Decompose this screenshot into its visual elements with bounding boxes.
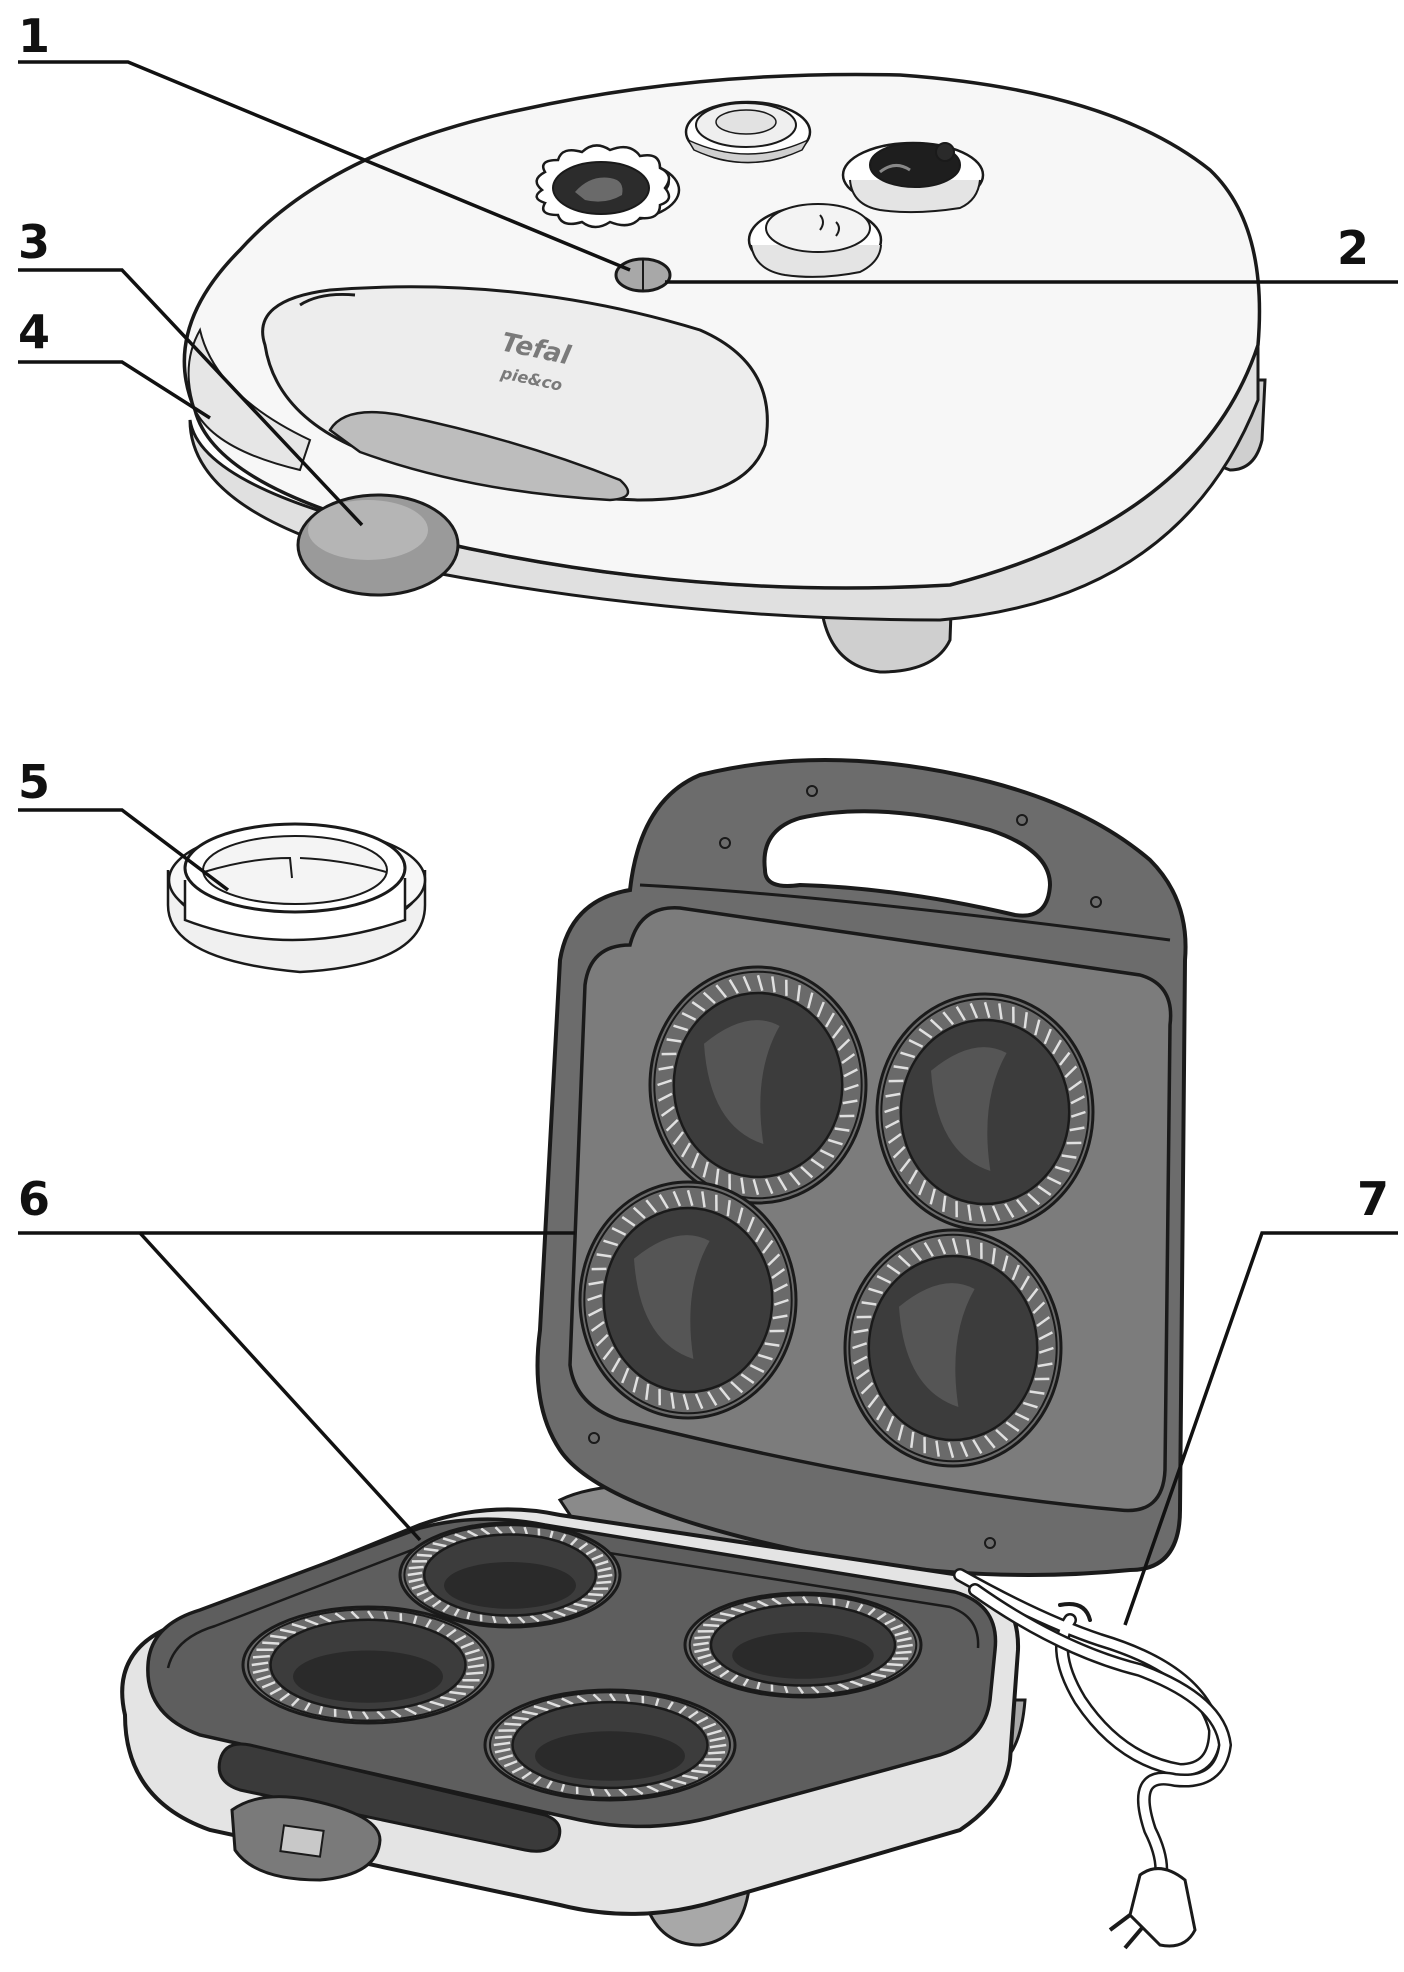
pastry-cutter bbox=[168, 824, 425, 972]
callout-1: 1 bbox=[18, 9, 50, 63]
callout-6: 6 bbox=[18, 1172, 50, 1226]
flute-tooth bbox=[887, 1664, 903, 1665]
flute-tooth bbox=[596, 1582, 611, 1583]
lid-latch-highlight bbox=[308, 500, 428, 560]
flute-tooth bbox=[409, 1567, 424, 1568]
pie-icon-covered-pie bbox=[749, 204, 881, 277]
flute-tooth bbox=[457, 1686, 474, 1687]
flute-tooth bbox=[708, 1752, 725, 1753]
cutter-ring-inner bbox=[203, 836, 387, 904]
closed-appliance: Tefal pie&co bbox=[184, 74, 1265, 672]
flute-tooth bbox=[896, 1652, 912, 1653]
flute-tooth bbox=[588, 1594, 603, 1595]
base-latch-grip bbox=[280, 1825, 323, 1856]
flute-tooth bbox=[495, 1737, 512, 1738]
lower-well-4 bbox=[485, 1690, 735, 1800]
flute-tooth bbox=[694, 1637, 710, 1638]
flute-tooth bbox=[699, 1765, 716, 1766]
flute-tooth bbox=[703, 1625, 719, 1626]
flute-tooth bbox=[253, 1656, 270, 1657]
callout-2: 2 bbox=[1337, 221, 1369, 275]
upper-well-4 bbox=[845, 1230, 1061, 1466]
lower-well-3 bbox=[685, 1593, 921, 1697]
flute-tooth bbox=[262, 1643, 279, 1644]
lower-well-1 bbox=[400, 1523, 620, 1627]
lower-well-2 bbox=[243, 1607, 493, 1723]
flute-tooth bbox=[466, 1673, 483, 1674]
callout-3: 3 bbox=[18, 215, 50, 269]
pie-icon-top-tart bbox=[686, 102, 810, 163]
leader-line-6b bbox=[140, 1233, 420, 1540]
callout-7: 7 bbox=[1357, 1172, 1389, 1226]
pie-icon-cupcake bbox=[843, 143, 983, 212]
leader-line-4 bbox=[18, 362, 210, 418]
upper-well-3 bbox=[580, 1182, 796, 1418]
power-plug bbox=[1110, 1869, 1195, 1948]
callout-4: 4 bbox=[18, 305, 50, 359]
flute-tooth bbox=[504, 1724, 521, 1725]
upper-well-1 bbox=[650, 967, 866, 1203]
flute-tooth bbox=[417, 1555, 432, 1556]
callout-5: 5 bbox=[18, 755, 50, 809]
upper-well-2 bbox=[877, 994, 1093, 1230]
